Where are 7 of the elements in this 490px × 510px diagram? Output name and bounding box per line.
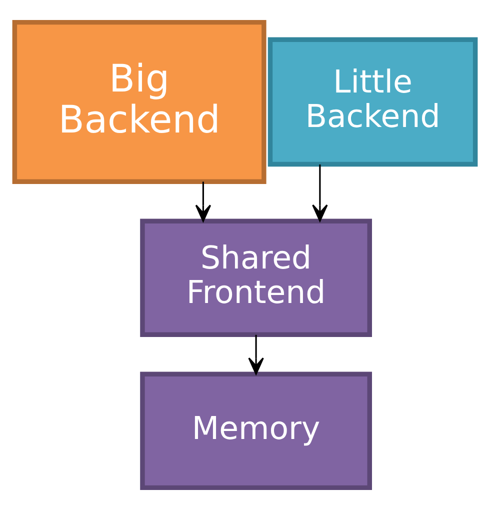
node-box: Shared Frontend — [140, 218, 372, 338]
node-box: Big Backend — [12, 20, 266, 184]
arrow — [195, 182, 212, 222]
arrow — [312, 164, 328, 222]
node-box: Memory — [140, 372, 372, 490]
node-box: Little Backend — [268, 37, 478, 167]
arrow — [248, 334, 264, 375]
